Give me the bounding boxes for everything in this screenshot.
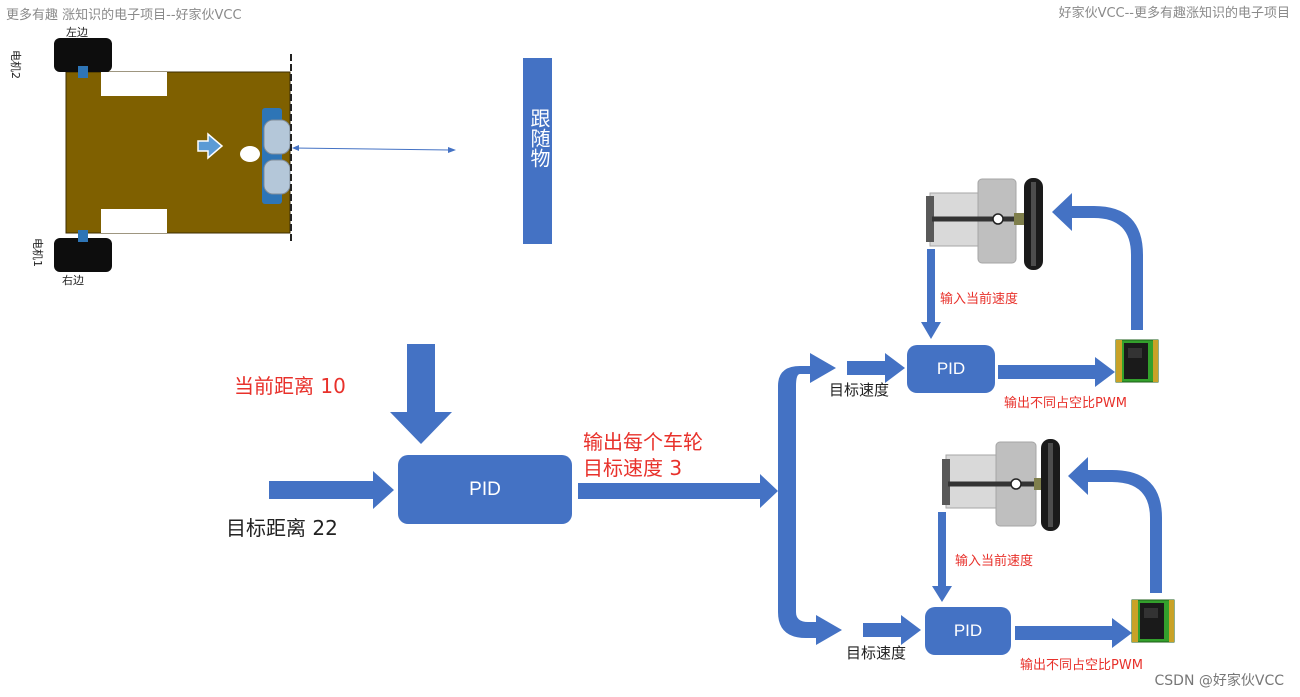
- wheel2-feedback-label: 输入当前速度: [955, 554, 1034, 569]
- wheel-loop-2: [863, 439, 1175, 648]
- wheel-loop-1: [847, 178, 1159, 387]
- current-distance-label: 当前距离 10: [234, 374, 346, 398]
- return-arrow-1: [1052, 193, 1143, 330]
- pwm-arrow-1: [998, 357, 1115, 387]
- follow-target-bar: [523, 58, 552, 244]
- distance-arrowhead-right: [448, 147, 456, 153]
- direction-arrow-icon: [197, 132, 224, 160]
- wheel1-pid-box: PID: [907, 345, 995, 393]
- motor-icon-2: [942, 439, 1060, 531]
- left-side-label: 左边: [66, 26, 88, 39]
- left-wheel-hub: [78, 66, 88, 78]
- wheel1-target-speed-label: 目标速度: [829, 381, 890, 399]
- distance-measure-line: [292, 147, 451, 151]
- car-center-dot: [240, 146, 260, 162]
- ultrasonic-probe-top: [263, 119, 291, 155]
- main-pid-box: PID: [398, 455, 572, 524]
- watermark-top-left: 更多有趣 涨知识的电子项目--好家伙VCC: [6, 8, 242, 23]
- output-text-line2: 目标速度 3: [583, 456, 683, 480]
- target-speed-arrow-1: [847, 353, 905, 383]
- down-arrow-current-distance: [390, 344, 452, 444]
- wheel1-pwm-label: 输出不同占空比PWM: [1004, 396, 1127, 411]
- output-text-line1: 输出每个车轮: [583, 430, 703, 454]
- chassis-cutout-top: [101, 72, 167, 96]
- arrow-target-distance-in: [269, 471, 394, 509]
- motor-icon-1: [926, 178, 1043, 270]
- watermark-top-right: 好家伙VCC--更多有趣涨知识的电子项目: [1058, 6, 1290, 21]
- chassis-cutout-bottom: [101, 209, 167, 233]
- pwm-arrow-2: [1015, 618, 1132, 648]
- output-text: 输出每个车轮 目标速度 3: [583, 429, 703, 481]
- follow-target-label: 跟随物: [527, 108, 551, 168]
- right-wheel: [54, 238, 112, 272]
- motor-driver-board-1: [1115, 339, 1159, 383]
- ultrasonic-probe-bottom: [263, 159, 291, 195]
- right-wheel-hub: [78, 230, 88, 242]
- feedback-arrow-2: [932, 512, 952, 602]
- target-speed-arrow-2: [863, 615, 921, 645]
- return-arrow-2: [1068, 457, 1162, 593]
- output-splitter: [778, 353, 842, 645]
- target-distance-label: 目标距离 22: [226, 516, 338, 540]
- motor1-label: 电机1: [31, 238, 44, 267]
- wheel2-target-speed-label: 目标速度: [846, 644, 907, 662]
- feedback-arrow-1: [921, 249, 941, 339]
- left-wheel: [54, 38, 112, 72]
- motor-driver-board-2: [1131, 599, 1175, 643]
- wheel1-feedback-label: 输入当前速度: [940, 292, 1019, 307]
- right-side-label: 右边: [62, 274, 84, 287]
- watermark-bottom-right: CSDN @好家伙VCC: [1154, 673, 1285, 689]
- motor2-label: 电机2: [9, 50, 22, 79]
- distance-arrowhead-left: [292, 145, 299, 151]
- arrow-pid-output: [578, 474, 778, 508]
- car-top-view: [54, 38, 456, 272]
- wheel2-pid-box: PID: [925, 607, 1011, 655]
- wheel2-pwm-label: 输出不同占空比PWM: [1020, 658, 1143, 673]
